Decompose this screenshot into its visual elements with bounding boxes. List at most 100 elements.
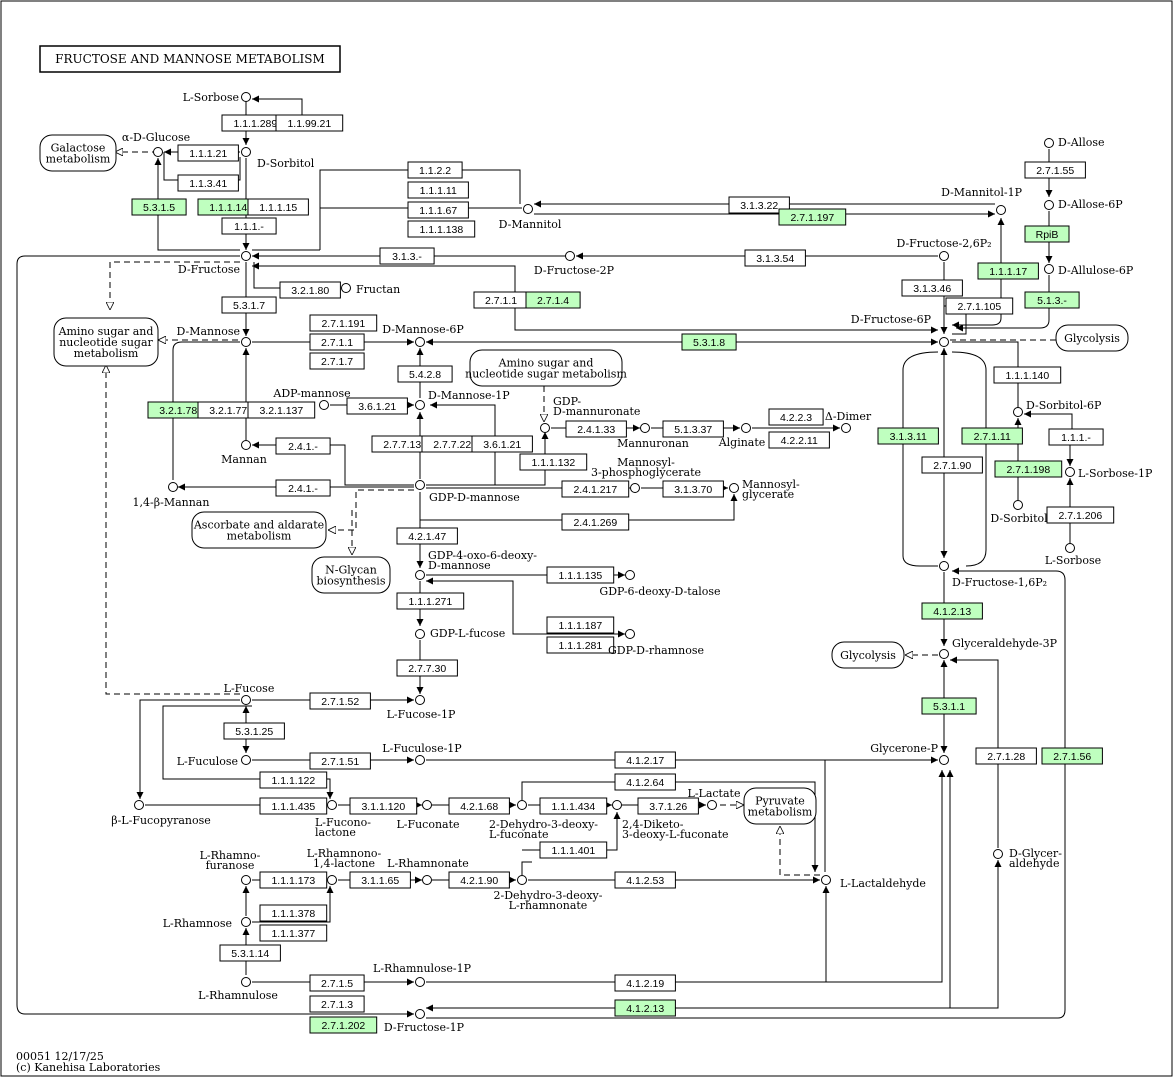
enzyme-box[interactable]: 1.1.1.140 xyxy=(993,366,1062,384)
enzyme-box[interactable]: 1.1.1.289 xyxy=(221,114,290,132)
enzyme-box[interactable]: 3.1.1.120 xyxy=(349,797,418,815)
enzyme-box[interactable]: 1.1.1.122 xyxy=(259,771,328,789)
enzyme-box[interactable]: 1.1.1.187 xyxy=(546,616,615,634)
compound-adglucose[interactable]: α-D-Glucose xyxy=(122,131,190,157)
enzyme-box[interactable]: 1.1.1.401 xyxy=(539,841,608,859)
enzyme-box[interactable]: 5.3.1.1 xyxy=(921,697,977,715)
compound-dfructose16p2[interactable]: D-Fructose-1,6P₂ xyxy=(939,561,1048,590)
compound-lfuculose1p[interactable]: L-Fuculose-1P xyxy=(382,742,462,765)
compound-dmannose[interactable]: D-Mannose xyxy=(176,325,251,347)
compound-llactaldehyde[interactable]: L-Lactaldehyde xyxy=(821,875,926,891)
enzyme-box[interactable]: 3.2.1.78 xyxy=(147,401,209,419)
enzyme-box[interactable]: 2.7.1.90 xyxy=(921,456,983,474)
compound-dmannose6p[interactable]: D-Mannose-6P xyxy=(382,323,464,347)
compound-llactate[interactable]: L-Lactate xyxy=(688,787,741,810)
enzyme-box[interactable]: 4.2.1.68 xyxy=(448,797,510,815)
enzyme-box[interactable]: 1.1.1.15 xyxy=(247,198,309,216)
enzyme-box[interactable]: 3.2.1.137 xyxy=(247,401,316,419)
enzyme-box[interactable]: 1.1.1.377 xyxy=(259,924,328,942)
compound-lfuconate[interactable]: L-Fuconate xyxy=(396,800,460,832)
enzyme-box[interactable]: 1.1.1.11 xyxy=(407,181,469,199)
compound-lrhamnofuranose[interactable]: L-Rhamno-furanose xyxy=(200,849,261,885)
compound-diketo[interactable]: 2,4-Diketo-3-deoxy-L-fuconate xyxy=(612,800,729,842)
enzyme-box[interactable]: RpiB xyxy=(1024,225,1070,243)
enzyme-box[interactable]: 1.1.1.281 xyxy=(546,636,615,654)
enzyme-box[interactable]: 2.4.1.- xyxy=(275,437,331,455)
enzyme-box[interactable]: 5.3.1.14 xyxy=(219,944,281,962)
enzyme-box[interactable]: 5.1.3.- xyxy=(1024,291,1080,309)
enzyme-box[interactable]: 5.3.1.5 xyxy=(131,198,187,216)
compound-dallose[interactable]: D-Allose xyxy=(1044,136,1105,149)
compound-dmannitol1p[interactable]: D-Mannitol-1P xyxy=(941,186,1023,215)
enzyme-box[interactable]: 5.3.1.8 xyxy=(681,333,737,351)
enzyme-box[interactable]: 2.7.1.28 xyxy=(975,747,1037,765)
enzyme-box[interactable]: 4.1.2.13 xyxy=(921,602,983,620)
compound-glyceronep[interactable]: Glycerone-P xyxy=(870,742,949,765)
enzyme-box[interactable]: 2.4.1.33 xyxy=(565,420,627,438)
enzyme-box[interactable]: 4.1.2.17 xyxy=(614,751,676,769)
compound-gdp4oxo[interactable]: GDP-4-oxo-6-deoxy-D-mannose xyxy=(415,549,538,580)
enzyme-box[interactable]: 2.7.7.22 xyxy=(421,435,483,453)
compound-lrhamnonate[interactable]: L-Rhamnonate xyxy=(387,857,469,885)
compound-gdpmannuronate[interactable]: GDP-D-mannuronate xyxy=(540,395,641,433)
enzyme-box[interactable]: 1.1.1.21 xyxy=(177,144,239,162)
compound-blfucopyranose[interactable]: β-L-Fucopyranose xyxy=(111,800,211,828)
enzyme-box[interactable]: 4.2.1.47 xyxy=(396,527,458,545)
compound-dmannitol[interactable]: D-Mannitol xyxy=(499,204,562,232)
compound-lfucose[interactable]: L-Fucose xyxy=(224,682,275,705)
compound-alginate[interactable]: Alginate xyxy=(718,423,766,450)
compound-gdp6dtalose[interactable]: GDP-6-deoxy-D-talose xyxy=(599,570,721,599)
enzyme-box[interactable]: 3.1.1.65 xyxy=(349,871,411,889)
enzyme-box[interactable]: 1.1.1.435 xyxy=(259,797,328,815)
enzyme-box[interactable]: 5.4.2.8 xyxy=(397,365,453,383)
compound-dfructose1p[interactable]: D-Fructose-1P xyxy=(384,1009,465,1035)
enzyme-box[interactable]: 1.1.1.17 xyxy=(977,262,1039,280)
compound-lrhamnose[interactable]: L-Rhamnose xyxy=(163,917,251,930)
enzyme-box[interactable]: 3.6.1.21 xyxy=(471,435,533,453)
map-link-glyco1[interactable]: Glycolysis xyxy=(1055,324,1129,352)
enzyme-box[interactable]: 4.1.2.13 xyxy=(614,999,676,1017)
compound-dfructose26p2[interactable]: D-Fructose-2,6P₂ xyxy=(896,237,992,261)
enzyme-box[interactable]: 1.1.3.41 xyxy=(177,174,239,192)
compound-dfructose[interactable]: D-Fructose xyxy=(178,251,251,277)
enzyme-box[interactable]: 3.1.3.54 xyxy=(744,249,806,267)
enzyme-box[interactable]: 2.7.1.1 xyxy=(309,333,365,351)
enzyme-box[interactable]: 3.1.3.46 xyxy=(901,279,963,297)
compound-dmannose1p[interactable]: D-Mannose-1P xyxy=(415,389,511,410)
enzyme-box[interactable]: 2.7.1.191 xyxy=(309,314,378,332)
enzyme-box[interactable]: 2.4.1.269 xyxy=(561,513,630,531)
enzyme-box[interactable]: 2.7.7.13 xyxy=(371,435,433,453)
compound-dsorbitol_right[interactable]: D-Sorbitol xyxy=(990,500,1048,526)
enzyme-box[interactable]: 2.7.1.56 xyxy=(1041,747,1103,765)
enzyme-box[interactable]: 2.7.1.3 xyxy=(309,995,365,1013)
enzyme-box[interactable]: 4.2.1.90 xyxy=(448,871,510,889)
enzyme-box[interactable]: 2.7.1.5 xyxy=(309,974,365,992)
enzyme-box[interactable]: 2.7.1.51 xyxy=(309,752,371,770)
compound-lrhamnolactone[interactable]: L-Rhamnono-1,4-lactone xyxy=(307,847,382,885)
enzyme-box[interactable]: 2.7.1.11 xyxy=(961,427,1023,445)
enzyme-box[interactable]: 2.7.1.1 xyxy=(473,291,529,309)
enzyme-box[interactable]: 4.1.2.64 xyxy=(614,773,676,791)
compound-dglyceraldehyde[interactable]: D-Glycer-aldehyde xyxy=(993,847,1063,870)
enzyme-box[interactable]: 2.7.1.7 xyxy=(309,352,365,370)
enzyme-box[interactable]: 2.7.1.202 xyxy=(309,1016,378,1034)
enzyme-box[interactable]: 1.1.1.- xyxy=(221,217,277,235)
compound-lsorbose_right[interactable]: L-Sorbose xyxy=(1045,543,1101,568)
compound-ddimer[interactable]: Δ-Dimer xyxy=(825,410,872,433)
compound-mannosylglycerate[interactable]: Mannosyl-glycerate xyxy=(729,478,800,501)
compound-mannosyl3pg[interactable]: Mannosyl-3-phosphoglycerate xyxy=(591,456,701,493)
compound-dsorbitol6p[interactable]: D-Sorbitol-6P xyxy=(1013,399,1102,417)
compound-bmannan[interactable]: 1,4-β-Mannan xyxy=(133,482,210,510)
enzyme-box[interactable]: 2.7.1.197 xyxy=(778,208,847,226)
enzyme-box[interactable]: 4.2.2.11 xyxy=(768,431,830,449)
enzyme-box[interactable]: 1.1.99.21 xyxy=(275,114,344,132)
map-link-glyco2[interactable]: Glycolysis xyxy=(831,641,905,669)
enzyme-box[interactable]: 1.1.2.2 xyxy=(407,161,463,179)
compound-fructan[interactable]: Fructan xyxy=(341,283,401,296)
enzyme-box[interactable]: 1.1.1.434 xyxy=(539,797,608,815)
compound-lrhamnulose1p[interactable]: L-Rhamnulose-1P xyxy=(373,962,472,987)
